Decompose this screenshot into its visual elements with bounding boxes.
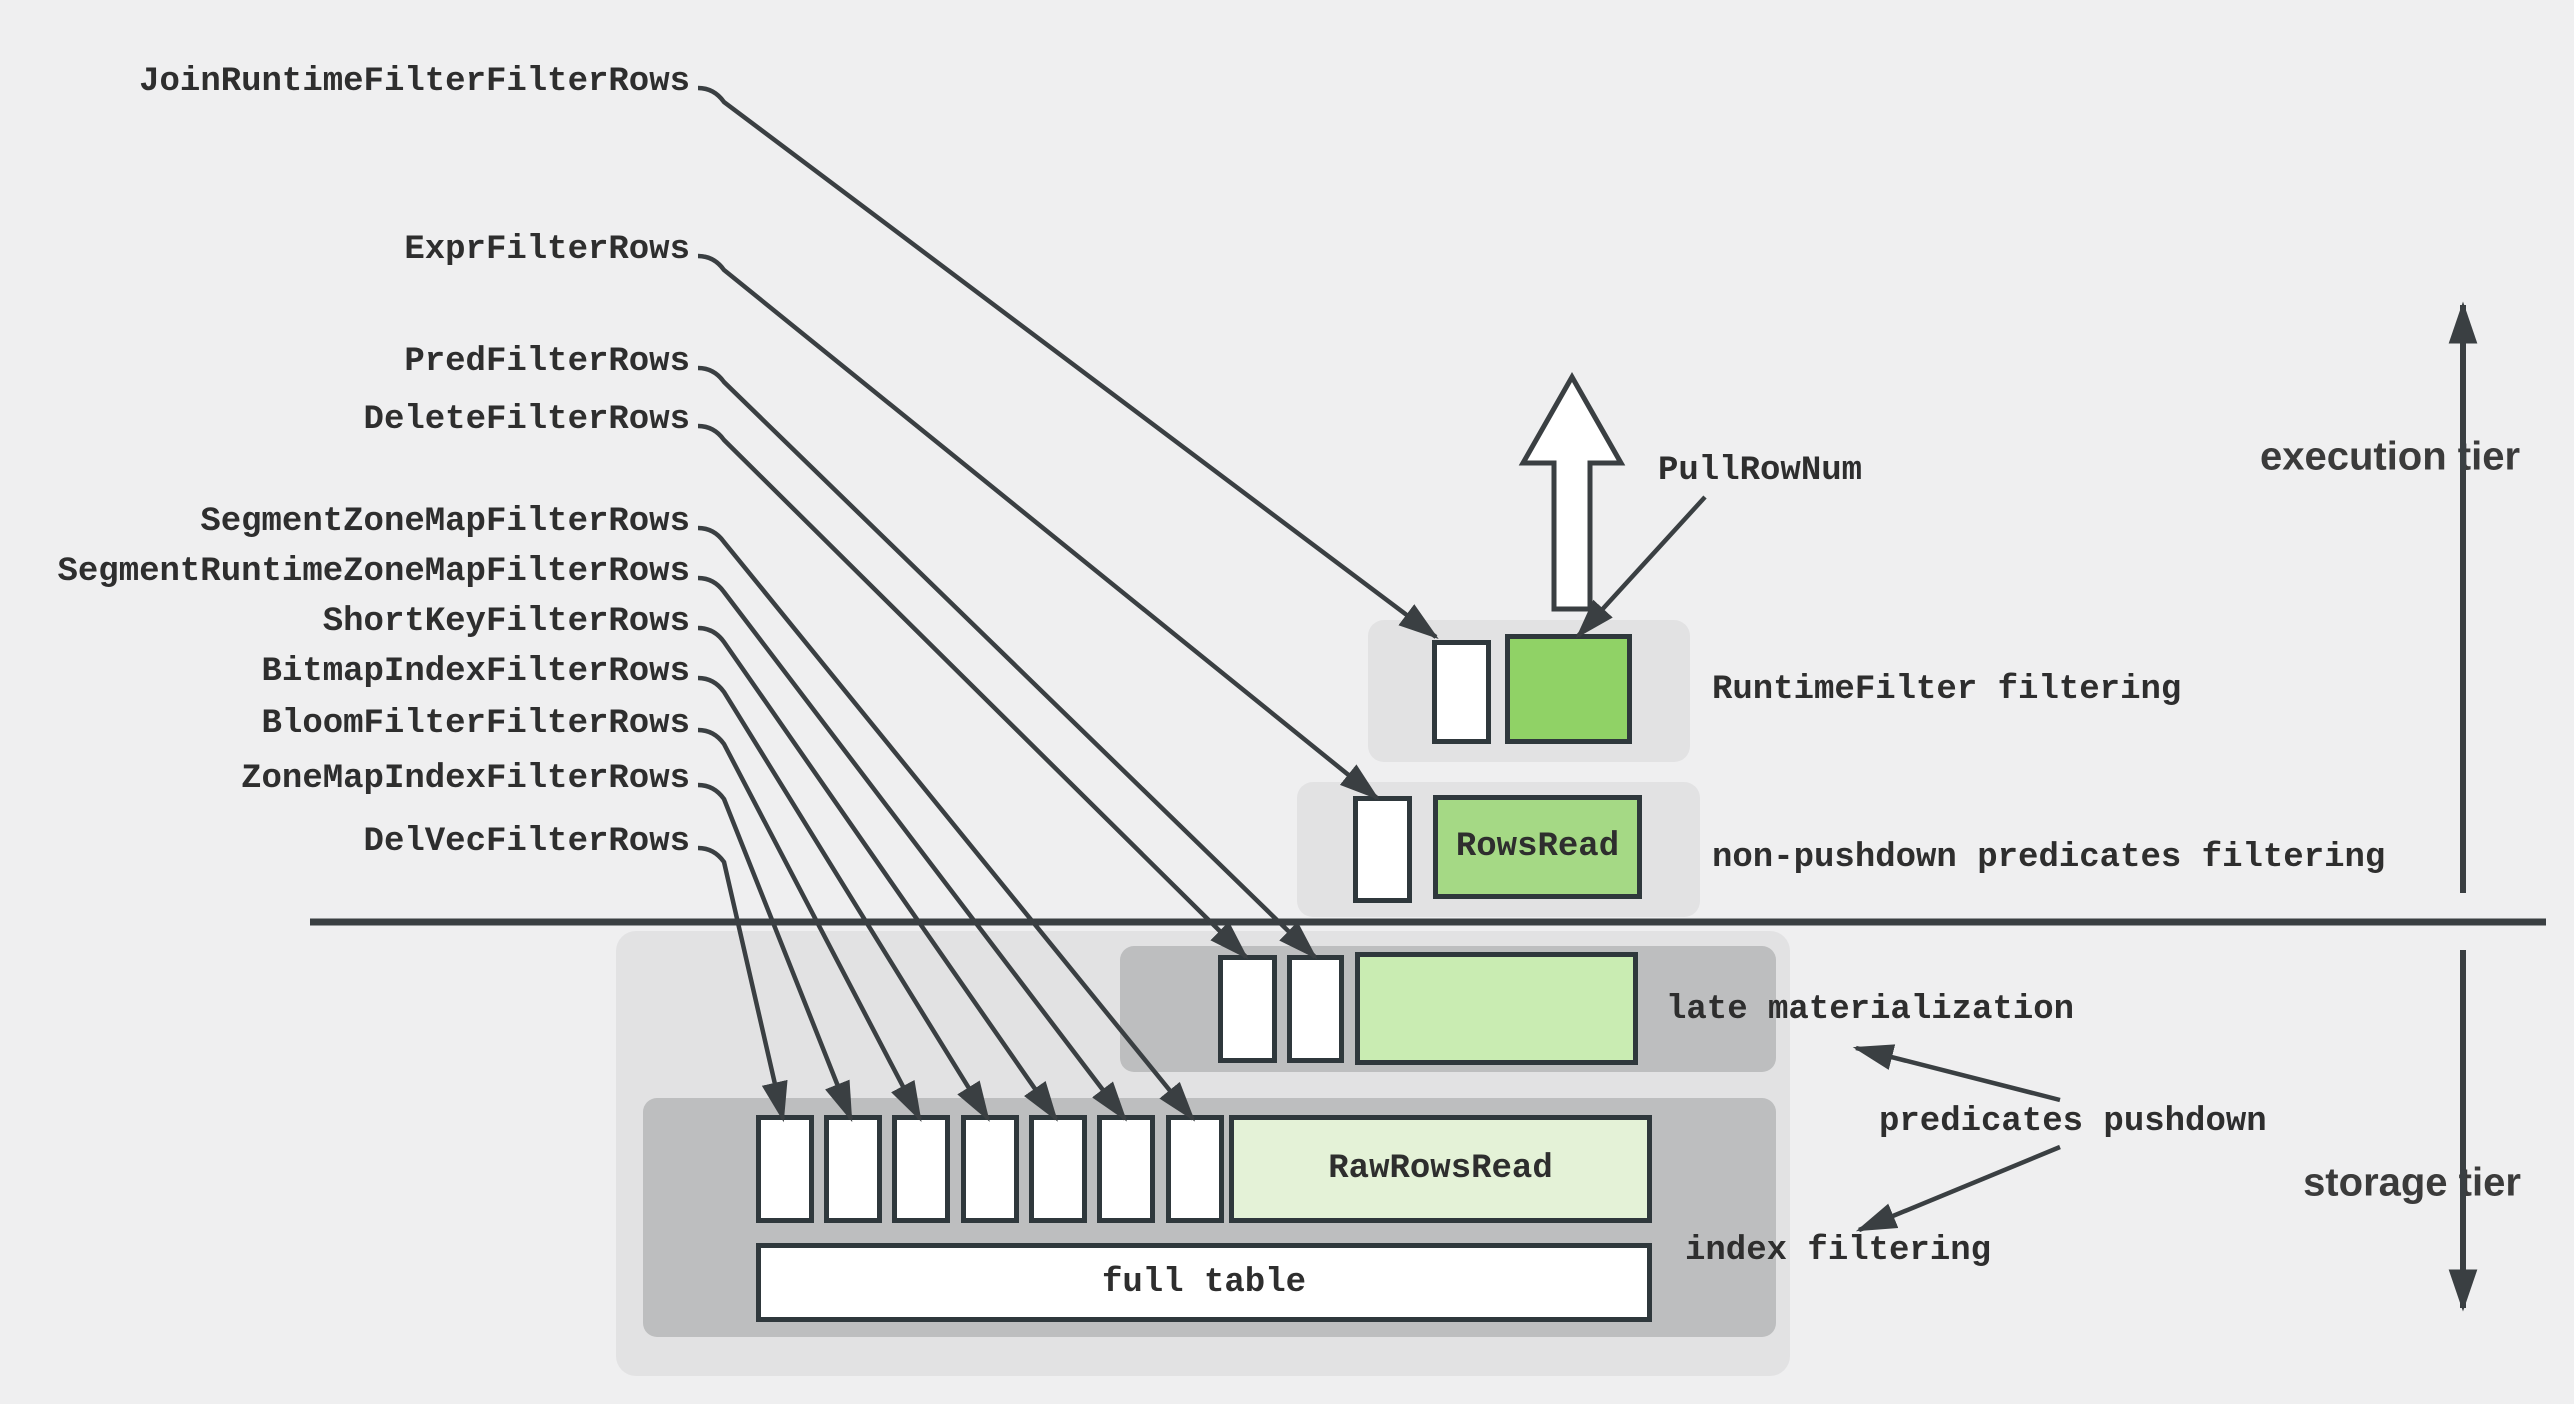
full-table-box-label: full table [1101, 1263, 1307, 1302]
index-filter-box-1 [756, 1115, 814, 1223]
late-materialization-green-box [1355, 952, 1638, 1065]
arrow-expr-filter-rows [697, 253, 1380, 801]
label-expr-filter-rows: ExprFilterRows [404, 231, 690, 269]
arrow-pred-filter-rows [697, 365, 1318, 960]
pull-up-block-arrow [1518, 371, 1626, 612]
index-filter-box-7 [1166, 1115, 1224, 1223]
arrow-pull-row-num [1575, 495, 1707, 639]
label-segment-zonemap-filter-rows: SegmentZoneMapFilterRows [200, 503, 690, 541]
execution-tier-label: execution tier [2259, 434, 2521, 479]
rows-read-box-label: RowsRead [1455, 828, 1620, 866]
storage-tier-label: storage tier [2303, 1160, 2521, 1205]
arrow-delete-filter-rows [697, 423, 1249, 960]
rows-read-box: RowsRead [1433, 795, 1642, 899]
arrow-predicates-pushdown-to-late-materialization [1852, 1044, 2061, 1103]
late-materialization-label: late materialization [1666, 991, 2075, 1029]
late-materialization-white-box-2 [1287, 955, 1344, 1063]
label-pred-filter-rows: PredFilterRows [404, 343, 690, 381]
arrow-predicates-pushdown-to-index-filtering [1855, 1144, 2061, 1233]
pull-row-num-label: PullRowNum [1658, 452, 1863, 490]
raw-rows-read-box-label: RawRowsRead [1328, 1150, 1553, 1188]
label-zonemap-index-filter-rows: ZoneMapIndexFilterRows [241, 760, 690, 798]
runtime-filter-white-box [1432, 640, 1491, 744]
index-filter-box-5 [1029, 1115, 1087, 1223]
arrow-join-runtime-filter-filter-rows [697, 85, 1439, 640]
predicates-pushdown-label: predicates pushdown [1879, 1103, 2267, 1141]
non-pushdown-row-label: non-pushdown predicates filtering [1712, 839, 2386, 877]
index-filter-box-3 [892, 1115, 950, 1223]
label-shortkey-filter-rows: ShortKeyFilterRows [322, 603, 690, 641]
runtime-filter-green-box [1505, 634, 1632, 744]
non-pushdown-white-box [1353, 796, 1412, 903]
runtime-filter-row-label: RuntimeFilter filtering [1712, 671, 2182, 709]
index-filter-box-4 [961, 1115, 1019, 1223]
label-segment-runtime-zonemap-filter-rows: SegmentRuntimeZoneMapFilterRows [57, 553, 690, 591]
label-delete-filter-rows: DeleteFilterRows [363, 401, 690, 439]
label-bloom-filter-filter-rows: BloomFilterFilterRows [261, 705, 690, 743]
label-bitmap-index-filter-rows: BitmapIndexFilterRows [261, 653, 690, 691]
index-filtering-label: index filtering [1685, 1232, 1992, 1270]
label-delvec-filter-rows: DelVecFilterRows [363, 823, 690, 861]
label-join-runtime-filter-filter-rows: JoinRuntimeFilterFilterRows [139, 63, 690, 101]
index-filter-box-6 [1097, 1115, 1155, 1223]
full-table-box: full table [756, 1243, 1652, 1322]
index-filter-box-2 [824, 1115, 882, 1223]
raw-rows-read-box: RawRowsRead [1229, 1115, 1652, 1223]
late-materialization-white-box-1 [1218, 955, 1277, 1063]
